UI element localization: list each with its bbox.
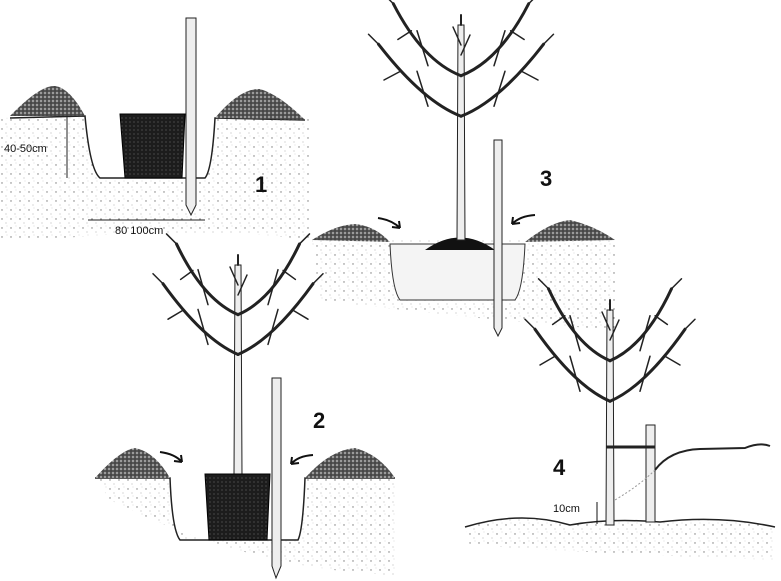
stake bbox=[493, 139, 503, 338]
branch bbox=[388, 0, 395, 5]
branch bbox=[416, 70, 429, 107]
branch bbox=[537, 278, 550, 290]
branch bbox=[524, 318, 536, 330]
branch bbox=[542, 33, 555, 45]
tree bbox=[524, 278, 696, 526]
branch bbox=[608, 327, 687, 403]
branch bbox=[551, 315, 566, 326]
branch bbox=[459, 42, 545, 118]
branch bbox=[601, 311, 611, 331]
branch bbox=[520, 70, 539, 81]
step-4-water-and-tie: 10cm 4 bbox=[464, 278, 776, 560]
watering-hose bbox=[654, 443, 771, 471]
branch bbox=[175, 242, 240, 317]
step-1-dig-hole: 40-50cm 80 100cm 1 bbox=[0, 17, 310, 240]
branch bbox=[236, 282, 315, 356]
root-ball-mound bbox=[425, 237, 495, 250]
branch bbox=[391, 2, 463, 78]
plant-pot bbox=[204, 473, 271, 541]
branch bbox=[165, 233, 178, 245]
branch bbox=[452, 26, 462, 46]
step-number: 3 bbox=[540, 166, 552, 191]
branch bbox=[639, 315, 651, 352]
arrow-icon bbox=[159, 451, 183, 463]
branch bbox=[533, 327, 612, 403]
branch bbox=[547, 287, 612, 363]
soil bbox=[95, 478, 395, 575]
branch bbox=[152, 272, 164, 285]
branch bbox=[197, 268, 209, 306]
arrow-icon bbox=[290, 454, 314, 465]
branch bbox=[161, 282, 240, 356]
branch bbox=[367, 33, 380, 45]
step-3-backfill: 3 bbox=[312, 0, 615, 338]
branch bbox=[664, 355, 681, 366]
hole-outline bbox=[95, 477, 395, 541]
soil-mound-right bbox=[305, 448, 395, 478]
trunk bbox=[233, 264, 243, 477]
branch bbox=[684, 318, 696, 330]
branch bbox=[397, 30, 413, 41]
branch bbox=[569, 315, 581, 352]
branch bbox=[312, 272, 324, 285]
branch bbox=[493, 30, 506, 67]
branch bbox=[539, 355, 556, 366]
branch bbox=[267, 308, 279, 346]
branch bbox=[197, 308, 209, 346]
soil-mound-left bbox=[10, 85, 85, 116]
branch bbox=[654, 315, 669, 326]
branch bbox=[670, 278, 683, 290]
branch bbox=[377, 42, 463, 118]
soil-mound-left bbox=[312, 224, 390, 242]
soil-mound-right bbox=[215, 88, 305, 120]
width-label: 80 100cm bbox=[115, 225, 163, 237]
arrow-icon bbox=[511, 214, 536, 225]
branch bbox=[282, 269, 297, 281]
plant-pot bbox=[119, 113, 186, 179]
branch bbox=[167, 309, 184, 320]
branch bbox=[416, 30, 429, 67]
soil-mound-right bbox=[525, 220, 615, 242]
branch bbox=[383, 70, 402, 81]
branch bbox=[493, 70, 506, 107]
water-stream bbox=[614, 469, 656, 501]
branch bbox=[237, 274, 248, 296]
stake bbox=[645, 424, 656, 523]
hole-outline bbox=[9, 115, 306, 179]
trunk bbox=[605, 309, 615, 526]
branch bbox=[298, 233, 311, 245]
tree bbox=[367, 0, 555, 241]
stake bbox=[271, 377, 282, 580]
branch bbox=[460, 34, 471, 56]
branch bbox=[267, 268, 279, 306]
branch bbox=[459, 2, 531, 78]
branch bbox=[608, 287, 673, 363]
step-number: 4 bbox=[553, 455, 566, 480]
branch bbox=[609, 319, 620, 341]
branch bbox=[569, 355, 581, 392]
branch bbox=[229, 266, 239, 286]
trunk bbox=[456, 24, 466, 241]
branch bbox=[639, 355, 651, 392]
soil bbox=[465, 517, 775, 560]
branch bbox=[292, 309, 309, 320]
stake bbox=[185, 17, 197, 217]
depth-label: 40-50cm bbox=[4, 143, 47, 155]
step-number: 2 bbox=[313, 408, 325, 433]
arrow-icon bbox=[377, 217, 401, 229]
branch bbox=[509, 30, 525, 41]
branch bbox=[236, 242, 301, 317]
filled-hole bbox=[389, 243, 526, 301]
soil-mound-left bbox=[95, 448, 170, 478]
branch bbox=[179, 269, 194, 281]
step-2-place-tree: 2 bbox=[95, 233, 395, 580]
branch bbox=[527, 0, 534, 5]
tree bbox=[152, 233, 324, 477]
step-number: 1 bbox=[255, 172, 267, 197]
height-label: 10cm bbox=[553, 503, 580, 515]
